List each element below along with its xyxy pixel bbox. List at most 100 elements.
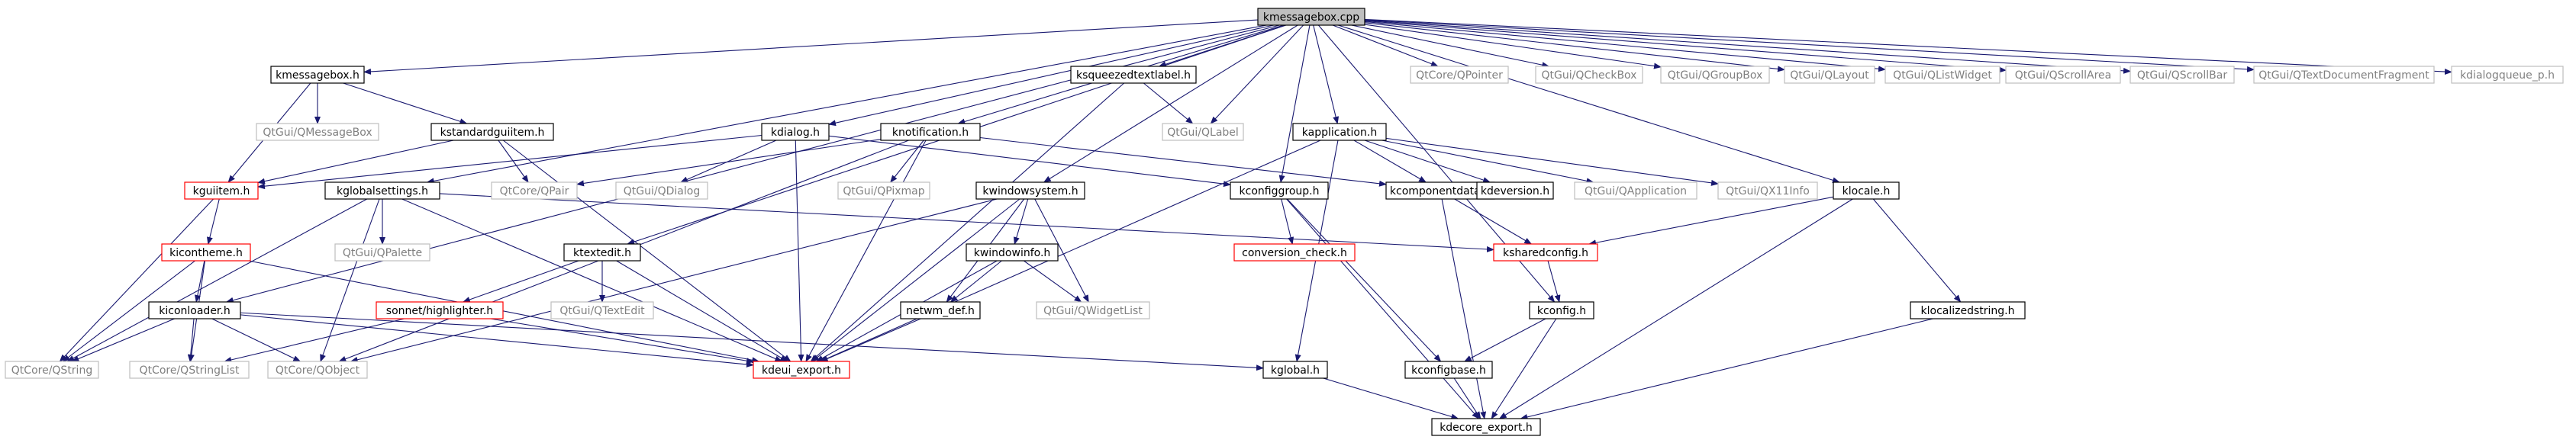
node-kconfiggroup[interactable]: kconfiggroup.h <box>1230 181 1329 200</box>
node-kconfigbase[interactable]: kconfigbase.h <box>1404 361 1493 379</box>
node-kwindowsystem[interactable]: kwindowsystem.h <box>975 181 1085 200</box>
node-kglobal[interactable]: kglobal.h <box>1262 361 1328 379</box>
node-sonnet-highlighter: sonnet/highlighter.h <box>376 301 504 319</box>
node-label: QtGui/QTextEdit <box>559 305 645 317</box>
node-label: QtGui/QCheckBox <box>1542 69 1637 82</box>
edge-kmessagebox_cpp-to-kdialogqueue_p <box>1364 18 2452 75</box>
edge-kmessagebox_cpp-to-kconfiggroup <box>1278 24 1311 183</box>
node-label: sonnet/highlighter.h <box>386 305 493 317</box>
edge-kdialog-to-kconfiggroup <box>828 135 1231 188</box>
node-kapplication[interactable]: kapplication.h <box>1292 123 1387 141</box>
node-kdecore-export[interactable]: kdecore_export.h <box>1431 418 1541 436</box>
node-box <box>129 361 250 379</box>
edge-kmessagebox_cpp-to-qpointer <box>1332 24 1439 67</box>
edge-kglobal-to-kdecore_export <box>1323 377 1459 420</box>
edge-klocale-to-ksharedconfig <box>1588 196 1834 246</box>
edge-knotification-to-qpair <box>576 139 882 187</box>
node-qstring: QtCore/QString <box>5 361 99 379</box>
node-label: QtGui/QTextDocumentFragment <box>2258 69 2429 82</box>
node-kdeui-export: kdeui_export.h <box>753 361 850 379</box>
node-qcheckbox: QtGui/QCheckBox <box>1535 66 1643 84</box>
node-klocalizedstring[interactable]: klocalizedstring.h <box>1910 301 2026 319</box>
node-box <box>1535 66 1643 84</box>
node-label: kapplication.h <box>1302 127 1377 139</box>
node-label: kwindowsystem.h <box>982 185 1078 197</box>
node-qdialog: QtGui/QDialog <box>615 181 708 200</box>
node-kwindowinfo[interactable]: kwindowinfo.h <box>966 243 1059 262</box>
node-ktextedit[interactable]: ktextedit.h <box>563 243 641 262</box>
node-kconfig[interactable]: kconfig.h <box>1529 301 1594 319</box>
node-label: netwm_def.h <box>906 305 975 317</box>
node-label: kconfiggroup.h <box>1240 185 1320 197</box>
node-qlabel: QtGui/QLabel <box>1162 123 1244 141</box>
node-box <box>270 66 365 84</box>
node-box <box>615 181 708 200</box>
node-box <box>1529 301 1594 319</box>
node-qobject: QtCore/QObject <box>267 361 368 379</box>
node-box <box>1493 243 1598 262</box>
node-klocale[interactable]: klocale.h <box>1833 181 1900 200</box>
node-kmessagebox-h[interactable]: kmessagebox.h <box>270 66 365 84</box>
node-ksqueezedtextlabel[interactable]: ksqueezedtextlabel.h <box>1070 66 1197 84</box>
edge-kconfiggroup-to-conversion_check <box>1281 198 1294 245</box>
edge-kmessagebox_h-to-kstandardguiitem <box>343 82 468 125</box>
edge-kmessagebox_cpp-to-qscrollarea <box>1364 20 2007 73</box>
edge-kconfiggroup-to-kconfigbase <box>1286 198 1442 362</box>
node-box <box>1292 123 1387 141</box>
node-label: ksharedconfig.h <box>1503 247 1588 259</box>
node-label: knotification.h <box>892 127 969 139</box>
node-label: QtCore/QObject <box>276 364 360 377</box>
node-label: kcomponentdata.h <box>1390 185 1491 197</box>
edge-kmessagebox_cpp-to-kapplication <box>1313 24 1340 124</box>
node-kdialogqueue-p: kdialogqueue_p.h <box>2451 66 2564 84</box>
node-kdialog[interactable]: kdialog.h <box>761 123 830 141</box>
node-kmessagebox-cpp[interactable]: kmessagebox.cpp <box>1257 8 1365 26</box>
node-label: kdecore_export.h <box>1440 422 1533 434</box>
node-label: kglobal.h <box>1271 364 1320 377</box>
node-box <box>376 301 504 319</box>
node-label: QtGui/QLayout <box>1790 69 1869 82</box>
edge-knotification-to-qpixmap <box>890 140 924 183</box>
edge-kwindowsystem-to-kdeui_export <box>811 198 1020 362</box>
node-box <box>491 181 578 200</box>
edge-kapplication-to-kdeui_export <box>819 140 1321 362</box>
node-knotification[interactable]: knotification.h <box>880 123 981 141</box>
node-kstandardguiitem[interactable]: kstandardguiitem.h <box>430 123 554 141</box>
node-qpalette: QtGui/QPalette <box>334 243 430 262</box>
node-box <box>5 361 99 379</box>
node-box <box>1660 66 1770 84</box>
edge-kdialog-to-kguiitem <box>257 134 762 190</box>
node-label: kdialog.h <box>771 127 820 139</box>
edge-kconfiggroup-to-kdecore_export <box>1286 198 1480 419</box>
node-label: QtGui/QGroupBox <box>1668 69 1763 82</box>
node-label: QtGui/QApplication <box>1585 185 1687 197</box>
edge-kstandardguiitem-to-kdeui_export <box>502 140 791 362</box>
node-kiconloader[interactable]: kiconloader.h <box>148 301 241 319</box>
edge-kapplication-to-kdeversion <box>1364 140 1491 183</box>
node-box <box>2005 66 2121 84</box>
edge-kstandardguiitem-to-qpair <box>498 140 529 183</box>
node-box <box>900 301 981 319</box>
node-label: QtGui/QLabel <box>1167 127 1239 139</box>
node-qapplication: QtGui/QApplication <box>1574 181 1697 200</box>
node-box <box>1910 301 2026 319</box>
node-kcomponentdata[interactable]: kcomponentdata.h <box>1385 181 1495 200</box>
node-box <box>880 123 981 141</box>
node-label: kdeui_export.h <box>762 364 841 377</box>
node-label: kguiitem.h <box>193 185 250 197</box>
edge-kconfig-to-kconfigbase <box>1463 318 1546 362</box>
node-label: QtCore/QString <box>11 364 92 377</box>
node-netwm-def[interactable]: netwm_def.h <box>900 301 981 319</box>
nodes-layer: kmessagebox.cppkmessagebox.hQtGui/QMessa… <box>5 8 2564 436</box>
edge-klocale-to-klocalizedstring <box>1872 198 1962 303</box>
node-qscrollarea: QtGui/QScrollArea <box>2005 66 2121 84</box>
edge-kwindowsystem-to-kwindowinfo <box>1013 198 1029 245</box>
node-qgroupbox: QtGui/QGroupBox <box>1660 66 1770 84</box>
node-box <box>334 243 430 262</box>
node-qlistwidget: QtGui/QListWidget <box>1884 66 2001 84</box>
edge-kmessagebox_cpp-to-kwindowsystem <box>1043 24 1298 183</box>
node-label: QtGui/QScrollArea <box>2015 69 2111 82</box>
node-kglobalsettings[interactable]: kglobalsettings.h <box>324 181 440 200</box>
node-box <box>550 301 654 319</box>
node-kdeversion[interactable]: kdeversion.h <box>1476 181 1554 200</box>
